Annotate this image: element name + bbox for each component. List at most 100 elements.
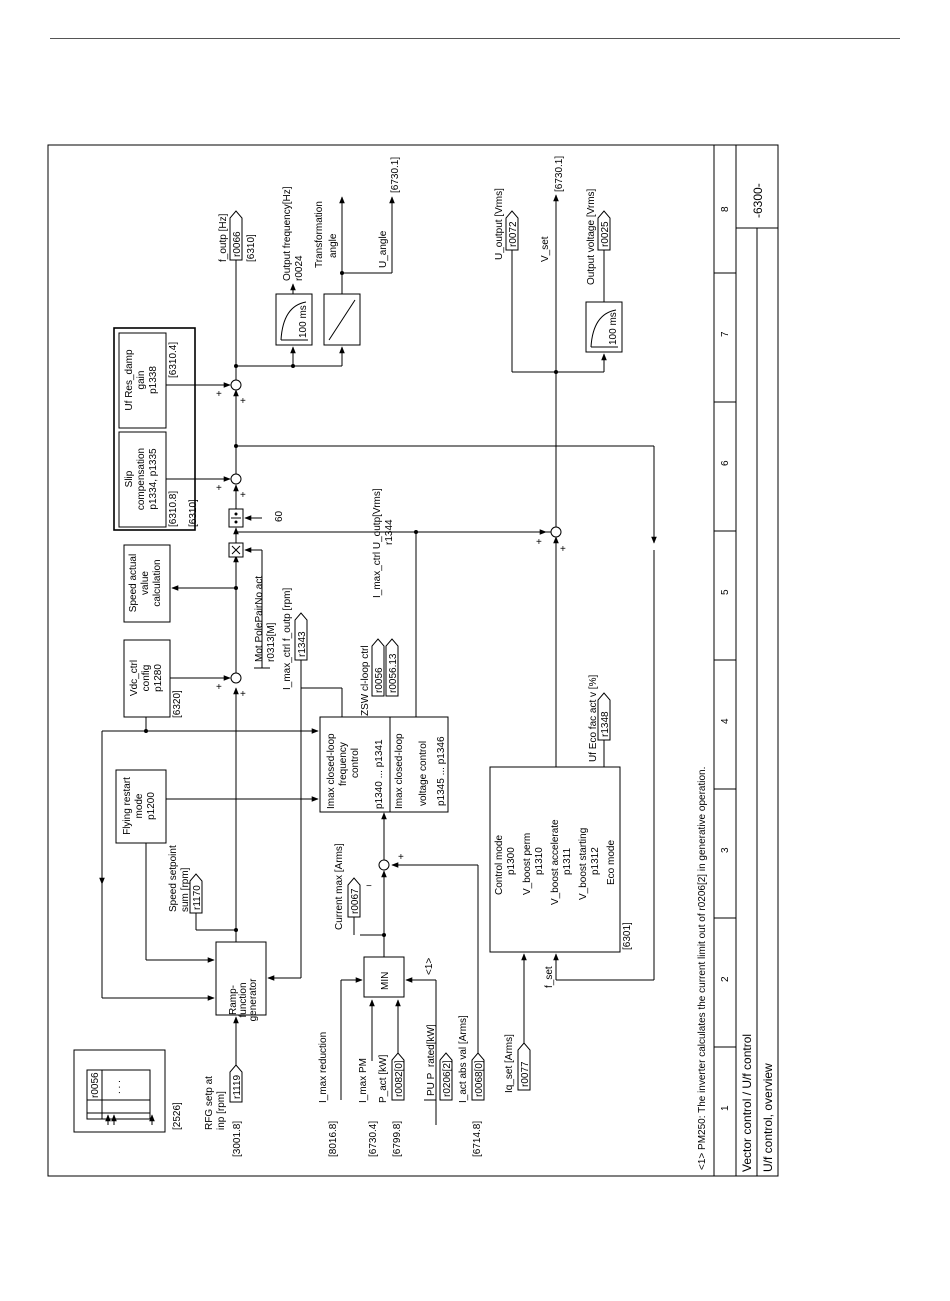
ufres-line3: p1338 bbox=[148, 366, 159, 394]
header-rule bbox=[50, 38, 900, 39]
col-2: 2 bbox=[720, 976, 731, 982]
r1343-param: r1343 bbox=[297, 631, 308, 657]
title-uf-overview: U/f control, overview bbox=[761, 1063, 775, 1172]
imax-reduction-label: I_max reduction bbox=[318, 1032, 329, 1103]
ufres-ref: [6310.4] bbox=[168, 342, 179, 378]
u-angle-label: U_angle bbox=[378, 230, 389, 268]
r0077-param: r0077 bbox=[520, 1061, 531, 1087]
speed-actual-block bbox=[123, 544, 171, 623]
sum-damp-plus1: + bbox=[216, 389, 222, 400]
sum-vdc bbox=[230, 672, 242, 684]
legend-param: r0056 bbox=[90, 1072, 101, 1098]
u-angle-ref: [6730.1] bbox=[390, 157, 401, 193]
legend-dots: . . . bbox=[112, 1080, 123, 1094]
imax-volt-line2: voltage control bbox=[418, 741, 429, 806]
freq-filter-label: 100 ms bbox=[298, 305, 309, 338]
r1119-connector bbox=[229, 1064, 243, 1103]
ctrl-line7: V_boost starting bbox=[578, 828, 589, 900]
imax-pm-label: I_max PM bbox=[358, 1058, 369, 1103]
rfg-line1: Ramp- bbox=[228, 985, 239, 1015]
iq-set-label: Iq_set [Arms] bbox=[504, 1034, 515, 1093]
col-5: 5 bbox=[720, 589, 731, 595]
speedact-line3: calculation bbox=[152, 559, 163, 606]
r1119-param: r1119 bbox=[232, 1074, 243, 1099]
ctrl-line5: V_boost accelerate bbox=[550, 819, 561, 905]
sum-voltage bbox=[550, 526, 562, 538]
imax-freq-line4: p1340 ... p1341 bbox=[374, 739, 385, 809]
r0072-param: r0072 bbox=[508, 221, 519, 247]
output-voltage-label: Output voltage [Vrms] bbox=[586, 188, 597, 285]
sixty-label: 60 bbox=[274, 510, 285, 522]
r0206-connector bbox=[439, 1052, 453, 1101]
eco-label: Uf Eco fac act v [%] bbox=[588, 675, 599, 762]
sum-current bbox=[378, 859, 390, 871]
col-4: 4 bbox=[720, 718, 731, 724]
sum-vdc-plus2: + bbox=[240, 689, 246, 700]
ctrl-line8: p1312 bbox=[590, 847, 601, 875]
imax-freq-line1: Imax closed-loop bbox=[326, 733, 337, 809]
ctrl-line6: p1311 bbox=[562, 847, 573, 875]
vdc-ctrl-block bbox=[123, 639, 171, 718]
speedact-line2: value bbox=[140, 571, 151, 595]
pu-prated-label: PU P_rated[kW] bbox=[426, 1024, 437, 1096]
r0066-param: r0066 bbox=[232, 231, 243, 257]
sum-voltage-plus1: + bbox=[536, 537, 542, 548]
zsw-param-1: r0056 bbox=[374, 667, 385, 693]
col-6: 6 bbox=[720, 460, 731, 466]
r0068-param: r0068[0] bbox=[474, 1060, 485, 1097]
volt-filter-label: 100 ms bbox=[608, 312, 619, 345]
slip-line3: p1334, p1335 bbox=[148, 448, 159, 510]
rfg-line3: generator bbox=[248, 978, 259, 1021]
iact-ref: [6714.8] bbox=[472, 1121, 483, 1157]
p-act-label: P_act [kW] bbox=[378, 1054, 389, 1103]
ctrl-line1: Control mode bbox=[494, 835, 505, 895]
flying-line2: mode bbox=[134, 793, 145, 818]
imax-freq-line2: frequency bbox=[338, 742, 349, 786]
rfg-input-label-1: RFG setp at bbox=[204, 1076, 215, 1130]
sum-slip bbox=[230, 473, 242, 485]
speed-setpoint-label-2: sum [rpm] bbox=[180, 867, 191, 912]
legend-ref: [2526] bbox=[172, 1102, 183, 1130]
imax-volt-line1: Imax closed-loop bbox=[394, 733, 405, 809]
r0077-connector bbox=[517, 1042, 531, 1091]
speedact-line1: Speed actual bbox=[128, 554, 139, 612]
imax-pm-ref: [6730.4] bbox=[368, 1121, 379, 1157]
speed-setpoint-label-1: Speed setpoint bbox=[168, 845, 179, 912]
r0082-connector bbox=[391, 1052, 405, 1101]
mot-polepair-param: r0313[M] bbox=[266, 622, 277, 662]
r0082-param: r0082[0] bbox=[394, 1060, 405, 1097]
sum-damp-plus2: + bbox=[240, 396, 246, 407]
imax-fout-label: I_max_ctrl f_outp [rpm] bbox=[282, 588, 293, 690]
r1170-param: r1170 bbox=[192, 885, 203, 910]
ctrl-line2: p1300 bbox=[506, 847, 517, 875]
zsw-param-2: r0056.13 bbox=[388, 653, 399, 693]
ufres-line1: Uf Res_damp bbox=[124, 349, 135, 411]
output-frequency-label: Output frequency[Hz] bbox=[282, 186, 293, 281]
ctrl-line4: p1310 bbox=[534, 847, 545, 875]
imax-closed-loop-block bbox=[319, 716, 449, 813]
f-set-label: f_set bbox=[544, 966, 555, 988]
transformation-label-2: angle bbox=[328, 233, 339, 258]
slip-line2: compensation bbox=[136, 448, 147, 510]
slip-damp-group bbox=[113, 327, 196, 531]
current-max-label: Current max [Arms] bbox=[334, 843, 345, 930]
flying-line1: Flying restart bbox=[122, 777, 133, 835]
r1348-param: r1348 bbox=[600, 711, 611, 737]
sum-slip-plus1: + bbox=[216, 483, 222, 494]
ufres-line2: gain bbox=[136, 371, 147, 390]
imax-uout-param: r1344 bbox=[384, 519, 395, 545]
control-ref: [6301] bbox=[622, 922, 633, 950]
vdc-line3: p1280 bbox=[153, 664, 164, 692]
r0056-connector bbox=[371, 638, 385, 697]
diagram-frame bbox=[47, 144, 779, 1177]
transformation-label-1: Transformation bbox=[314, 201, 325, 268]
sum-current-minus: − bbox=[366, 881, 372, 892]
u-output-label: U_output [Vrms] bbox=[494, 188, 505, 260]
flying-restart-block bbox=[115, 769, 167, 844]
imax-reduction-ref: [8016.8] bbox=[328, 1121, 339, 1157]
sum-vdc-plus1: + bbox=[216, 682, 222, 693]
r0066-connector bbox=[229, 210, 243, 261]
r0025-connector bbox=[597, 210, 611, 251]
slip-ref-2: [6310] bbox=[188, 499, 199, 527]
